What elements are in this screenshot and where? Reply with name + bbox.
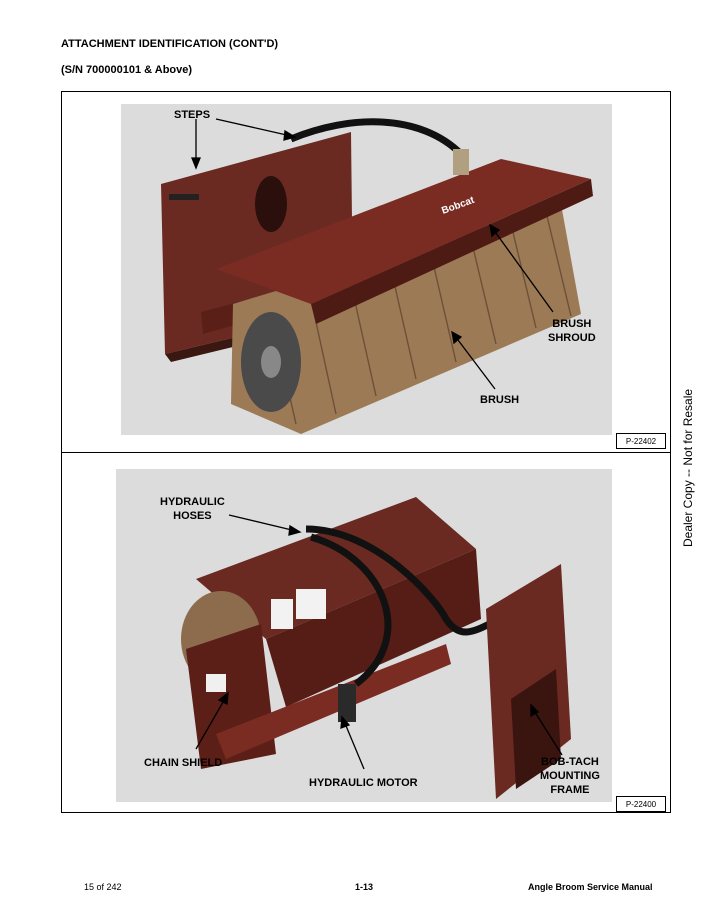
brush-callout: BRUSH — [480, 394, 520, 406]
photo-reference-top: P-22402 — [616, 433, 666, 449]
brush-arrow — [454, 335, 496, 390]
serial-range: (S/N 700000101 & Above) — [61, 64, 193, 76]
hydraulic-hose — [289, 118, 464, 157]
page-number: 1-13 — [355, 882, 374, 892]
brush-shroud — [216, 159, 591, 304]
section-title: ATTACHMENT IDENTIFICATION (CONT'D) — [61, 38, 279, 50]
shroud-arrowhead — [489, 223, 501, 238]
motor-arrow — [343, 720, 365, 770]
manual-title: Angle Broom Service Manual — [528, 882, 653, 892]
motor-arrowhead — [340, 715, 351, 729]
angle-broom-rear-photo — [116, 469, 612, 802]
chain-shield-callout: CHAIN SHIELD — [144, 757, 223, 769]
page-count: 15 of 242 — [84, 882, 122, 892]
hydraulic-motor — [338, 684, 356, 722]
shroud-arrow — [492, 228, 554, 313]
warning-decal-2 — [296, 589, 326, 619]
broom-front-illustration: Bobcat — [161, 118, 593, 434]
rear-shroud — [196, 497, 476, 639]
brush-shroud-callout: BRUSH SHROUD — [548, 318, 596, 344]
dealer-copy-watermark: Dealer Copy -- Not for Resale — [681, 388, 695, 547]
brush-arrowhead — [451, 330, 463, 345]
photo-reference-bottom: P-22400 — [616, 796, 666, 812]
steps-arrowhead-2 — [191, 157, 201, 170]
steps-tread — [169, 194, 199, 200]
angle-broom-front-photo: Bobcat — [121, 104, 612, 435]
chain-shield-arrowhead — [217, 691, 229, 706]
figure-frame: Bobcat STEPS BRUSH SHROUD BRUSH P-22402 — [61, 91, 671, 813]
hoses-arrowhead — [288, 524, 302, 536]
broom-rear-illustration — [181, 497, 571, 799]
frame-arrowhead — [530, 703, 540, 718]
chain-shield-arrow — [195, 696, 227, 750]
warning-decal — [271, 599, 293, 629]
hydraulic-motor-callout: HYDRAULIC MOTOR — [309, 777, 418, 789]
hydraulic-hoses-callout: HYDRAULIC HOSES — [160, 496, 225, 522]
steps-arrowhead — [283, 129, 297, 141]
hoses-arrow — [228, 514, 297, 532]
brush-bristles — [231, 204, 581, 434]
steps-callout: STEPS — [174, 109, 211, 121]
figure-divider — [62, 452, 670, 453]
frame-arrow — [532, 708, 563, 756]
steps-arrow — [215, 118, 292, 137]
bobtach-frame-callout: BOB-TACH MOUNTING FRAME — [540, 756, 600, 796]
